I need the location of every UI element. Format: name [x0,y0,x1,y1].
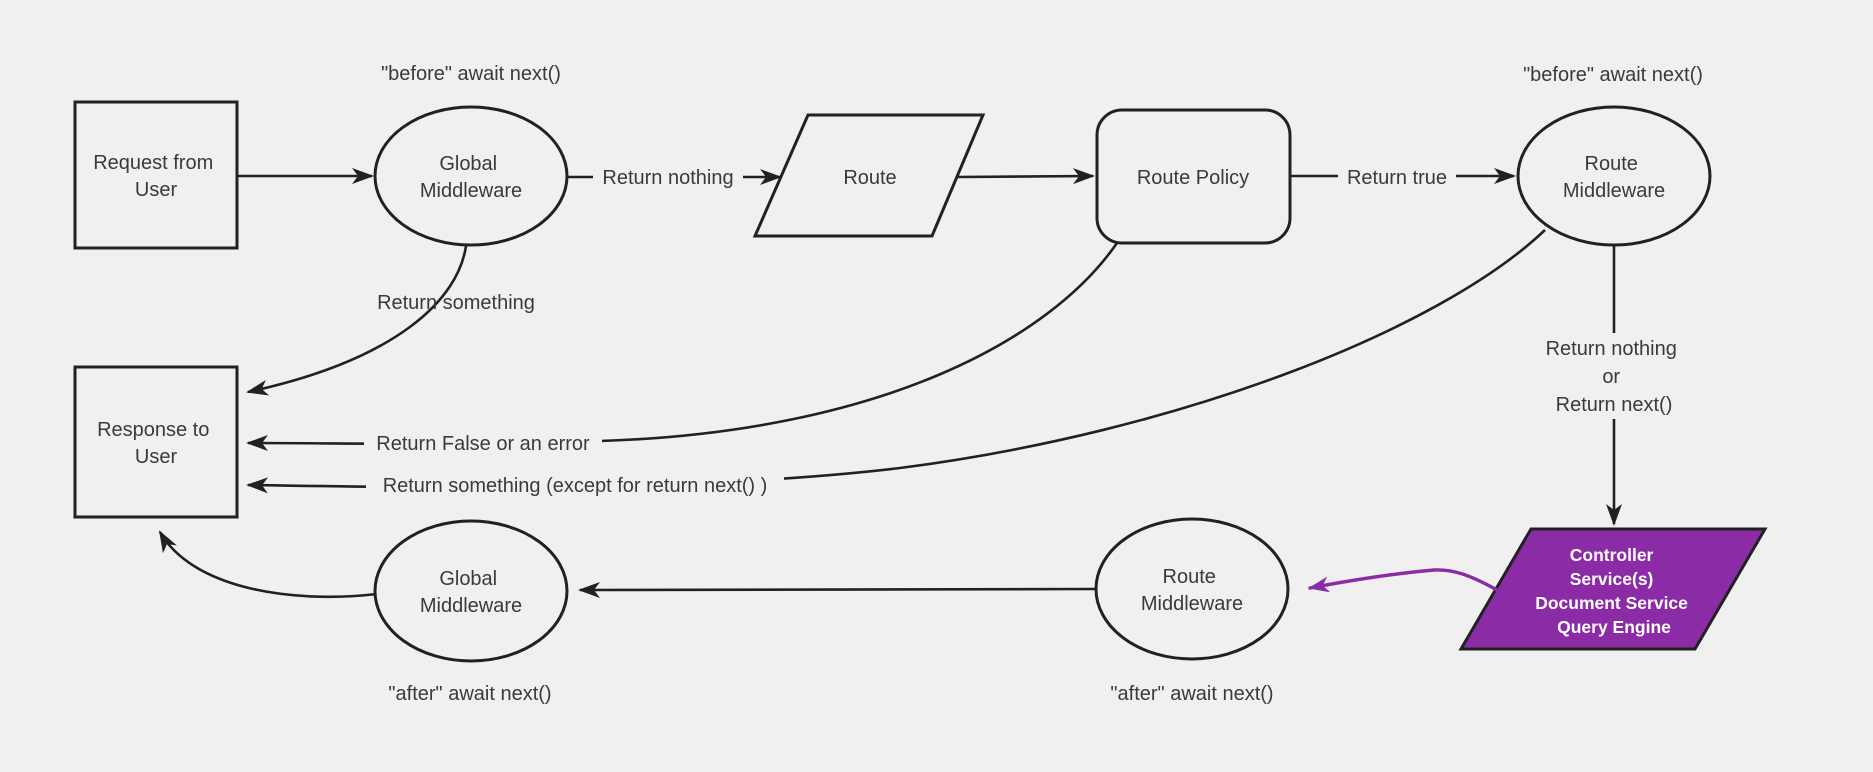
node-response-to-user [73,365,239,519]
node-route-middleware-bottom [1094,517,1290,661]
request-label: Request from User [93,152,219,201]
label-return-nothing-or-next: Return nothing or Return next() [1546,338,1683,416]
mask-return-false [364,429,602,457]
global-middleware-top-label: Global Middleware [420,153,522,202]
route-label: Route [843,167,896,189]
node-global-middleware-bottom [373,519,569,663]
node-labels: Request from User Global Middleware Rout… [93,152,1665,617]
node-route-middleware-top [1516,105,1712,247]
node-controller-services [1458,527,1768,651]
edge-global-middleware-return-something [246,245,468,396]
label-return-something: Return something [377,292,535,314]
label-after-await-left: "after" await next() [388,683,551,705]
label-return-nothing: Return nothing [602,167,733,189]
label-return-true: Return true [1347,167,1447,189]
node-route-policy [1095,108,1292,245]
controller-label: Controller Service(s) Document Service Q… [1535,545,1693,637]
edge-global-middleware-to-response [158,530,378,599]
mask-return-true [1338,163,1456,191]
mask-return-nothing-or-next [1528,333,1700,419]
label-before-await-left: "before" await next() [381,63,561,85]
label-before-await-right: "before" await next() [1523,64,1703,86]
node-request-from-user [73,100,239,250]
edge-controller-to-route-middleware [1308,568,1499,593]
route-middleware-top-label: Route Middleware [1563,153,1665,202]
controller-label-text: Controller Service(s) Document Service Q… [1535,545,1693,637]
route-policy-label: Route Policy [1137,167,1249,189]
mask-return-nothing [593,163,743,191]
global-middleware-bottom-label: Global Middleware [420,568,522,617]
label-return-something-except: Return something (except for return next… [383,475,768,497]
edge-label-masks [364,163,1700,499]
node-shapes [73,100,1712,663]
label-return-false-or-error: Return False or an error [376,433,590,455]
node-global-middleware-top [373,105,569,247]
label-after-await-right: "after" await next() [1110,683,1273,705]
edge-route-middleware-to-global-middleware-bottom [578,581,1097,598]
route-middleware-bottom-label: Route Middleware [1141,566,1243,615]
edge-route-policy-return-false [246,242,1119,452]
edge-labels: "before" await next() "before" await nex… [376,63,1703,705]
response-label: Response to User [97,419,215,468]
edge-route-to-route-policy [957,168,1095,185]
mask-return-something-except [366,471,784,499]
edges [158,168,1622,599]
node-route [752,113,986,238]
